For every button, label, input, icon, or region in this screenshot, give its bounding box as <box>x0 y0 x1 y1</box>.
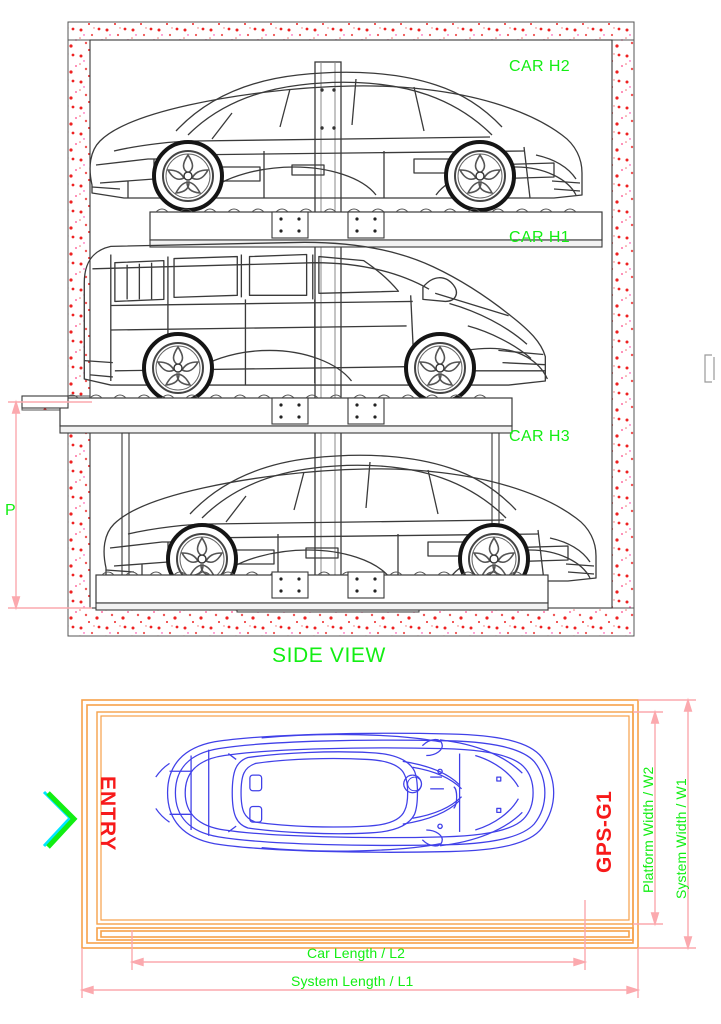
label-model-code: GPS-G1 <box>593 790 616 873</box>
dimension-widths <box>633 697 696 951</box>
label-car-h2: CAR H2 <box>509 58 571 75</box>
label-pit-depth: P <box>5 502 16 519</box>
label-car-h3: CAR H3 <box>509 428 571 445</box>
entry-arrow-icon <box>42 790 78 849</box>
label-platform-width: Platform Width / W2 <box>640 766 656 893</box>
level-top <box>89 71 603 248</box>
dimension-lengths <box>79 900 641 998</box>
plan-view-car <box>155 732 555 853</box>
label-system-length: System Length / L1 <box>291 973 414 989</box>
edge-detail-mark <box>704 354 715 383</box>
label-system-width: System Width / W1 <box>673 778 689 899</box>
dimension-pit-depth <box>8 399 92 611</box>
label-car-h1: CAR H1 <box>509 229 571 246</box>
label-entry: ENTRY <box>96 776 119 852</box>
plan-frames <box>81 699 639 949</box>
label-car-length: Car Length / L2 <box>307 945 406 961</box>
label-side-view: SIDE VIEW <box>272 644 386 667</box>
